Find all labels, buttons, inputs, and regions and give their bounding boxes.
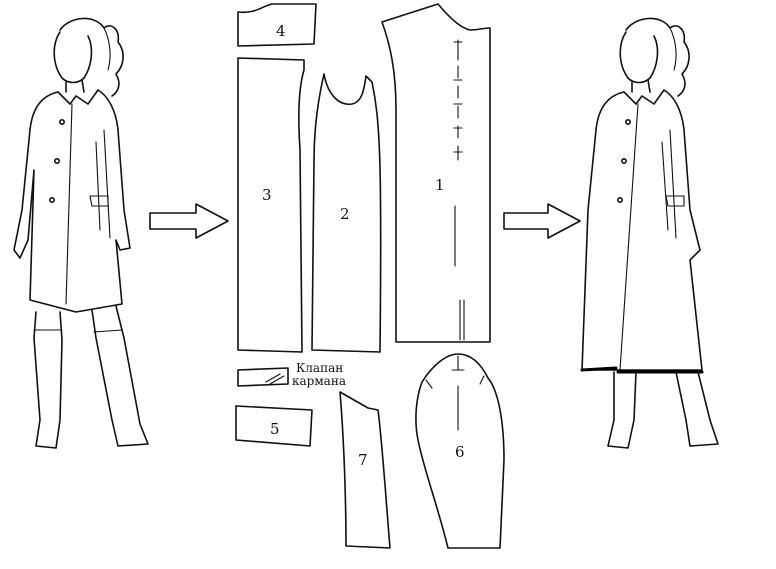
pattern-piece-6 [415,353,505,549]
pattern-piece-2 [311,73,382,353]
pocket-flap-label-line2: кармана [292,374,346,388]
sleeve-markings [425,355,485,431]
pattern-piece-4 [237,3,317,47]
piece-label-4: 4 [276,22,286,40]
pattern-piece-7 [339,391,391,549]
pattern-piece-pocket-flap [237,367,289,387]
piece-label-2: 2 [340,205,350,223]
front-markings [453,39,465,341]
piece-label-3: 3 [262,186,272,204]
piece-label-7: 7 [358,451,368,469]
piece-label-6: 6 [455,443,465,461]
arrow-right-icon [503,203,581,239]
pocket-flap-label-line1: Клапан [296,361,343,375]
figure-short-coat [13,17,149,449]
arrow-right-icon [149,203,229,239]
pattern-piece-1 [381,3,491,343]
flap-pointer [265,373,281,383]
pattern-piece-3 [237,57,305,353]
pattern-piece-5 [235,405,313,447]
figure-long-coat [580,17,719,449]
piece-label-1: 1 [435,176,445,194]
piece-label-5: 5 [270,420,280,438]
